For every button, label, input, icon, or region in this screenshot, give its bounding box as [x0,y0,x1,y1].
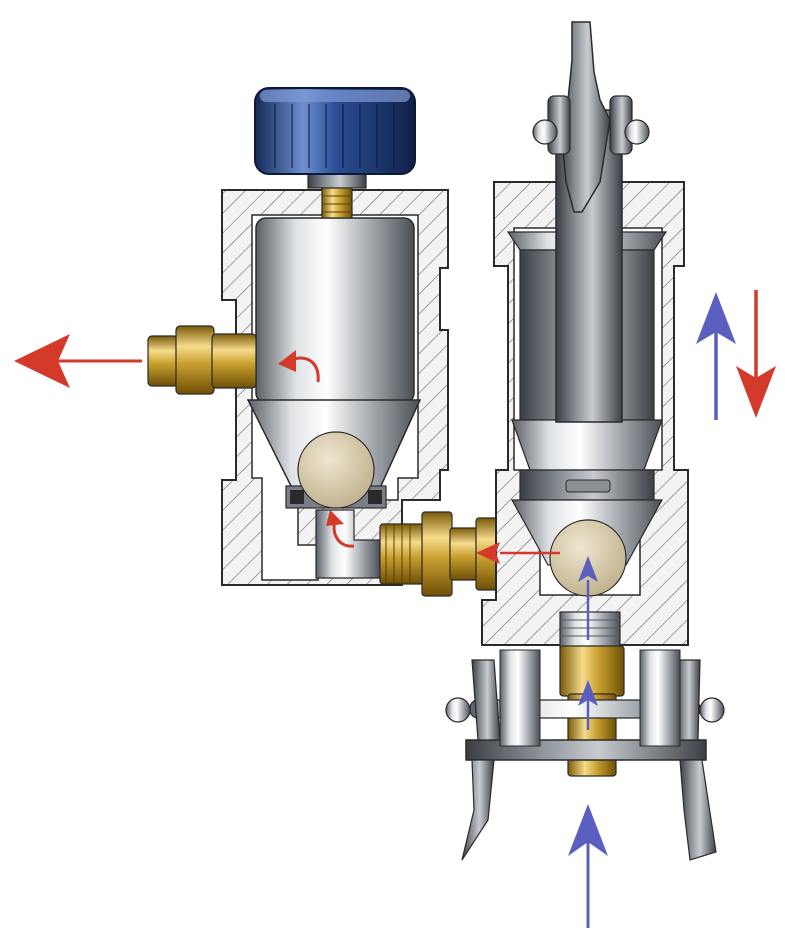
reservoir-cap [254,87,416,175]
transfer-flow-arrow-icon [476,542,560,564]
reservoir-check-ball [297,431,375,509]
filler-stem [307,173,367,219]
inflow-arrow-icon [568,804,608,928]
outlet-fitting [147,325,257,395]
flow-turn-arrow-icon [326,510,355,548]
flow-turn-arrow-icon [278,350,320,383]
pump-lever [532,21,650,213]
piston-up-arrow-icon [696,292,736,420]
inlet-thread [559,611,621,649]
piston-down-arrow-icon [736,290,776,418]
mounting-bracket [445,649,725,861]
internal-inflow-arrow-icon [578,556,598,730]
outflow-arrow-icon [14,334,142,388]
